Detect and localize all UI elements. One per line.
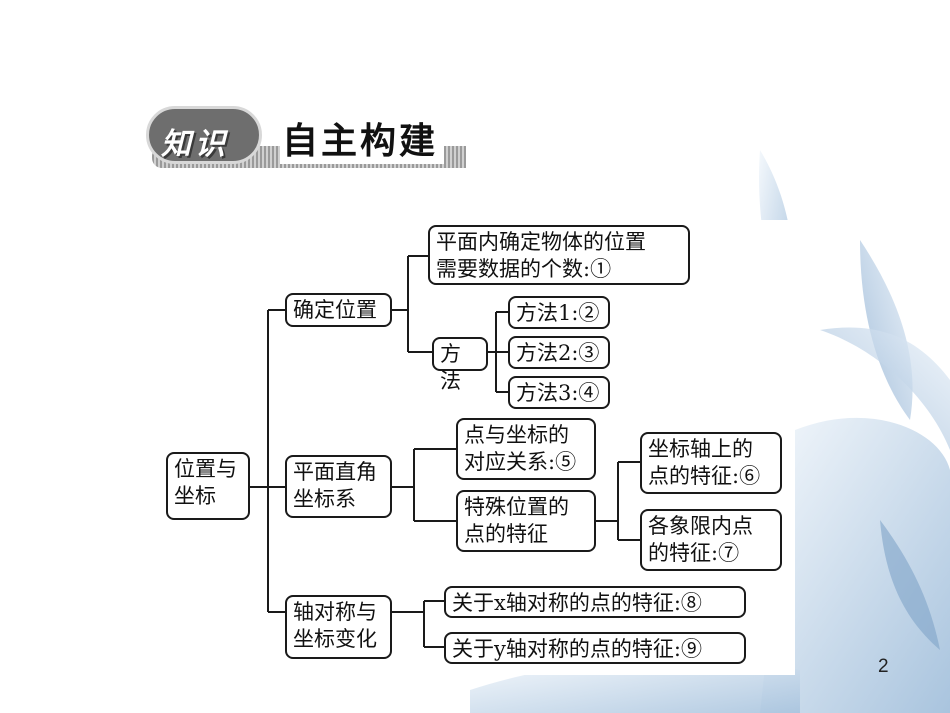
- node-method-3: 方法3:④: [508, 376, 610, 409]
- knowledge-badge: 知识: [146, 106, 262, 164]
- node-point-coordinate-correspondence: 点与坐标的 对应关系:⑤: [456, 418, 596, 480]
- node-special-position-points: 特殊位置的 点的特征: [456, 490, 596, 552]
- node-y-axis-symmetry: 关于y轴对称的点的特征:⑨: [444, 632, 746, 664]
- branch-node-symmetry: 轴对称与 坐标变化: [285, 595, 392, 659]
- node-quadrant-points: 各象限内点 的特征:⑦: [640, 509, 782, 571]
- badge-text: 知识: [161, 127, 229, 162]
- node-method: 方法: [432, 337, 488, 393]
- node-axis-points: 坐标轴上的 点的特征:⑥: [640, 432, 782, 494]
- node-method-2: 方法2:③: [508, 336, 610, 369]
- branch-node-determine-position: 确定位置: [285, 293, 392, 327]
- node-method-1: 方法1:②: [508, 296, 610, 329]
- section-header: 知识 自主构建: [146, 100, 466, 172]
- section-title: 自主构建: [280, 120, 445, 164]
- branch-node-coordinate-system: 平面直角 坐标系: [285, 455, 392, 518]
- node-data-count: 平面内确定物体的位置 需要数据的个数:①: [428, 225, 690, 285]
- page-number: 2: [878, 656, 889, 677]
- node-x-axis-symmetry: 关于x轴对称的点的特征:⑧: [444, 586, 746, 618]
- root-node: 位置与 坐标: [166, 452, 250, 520]
